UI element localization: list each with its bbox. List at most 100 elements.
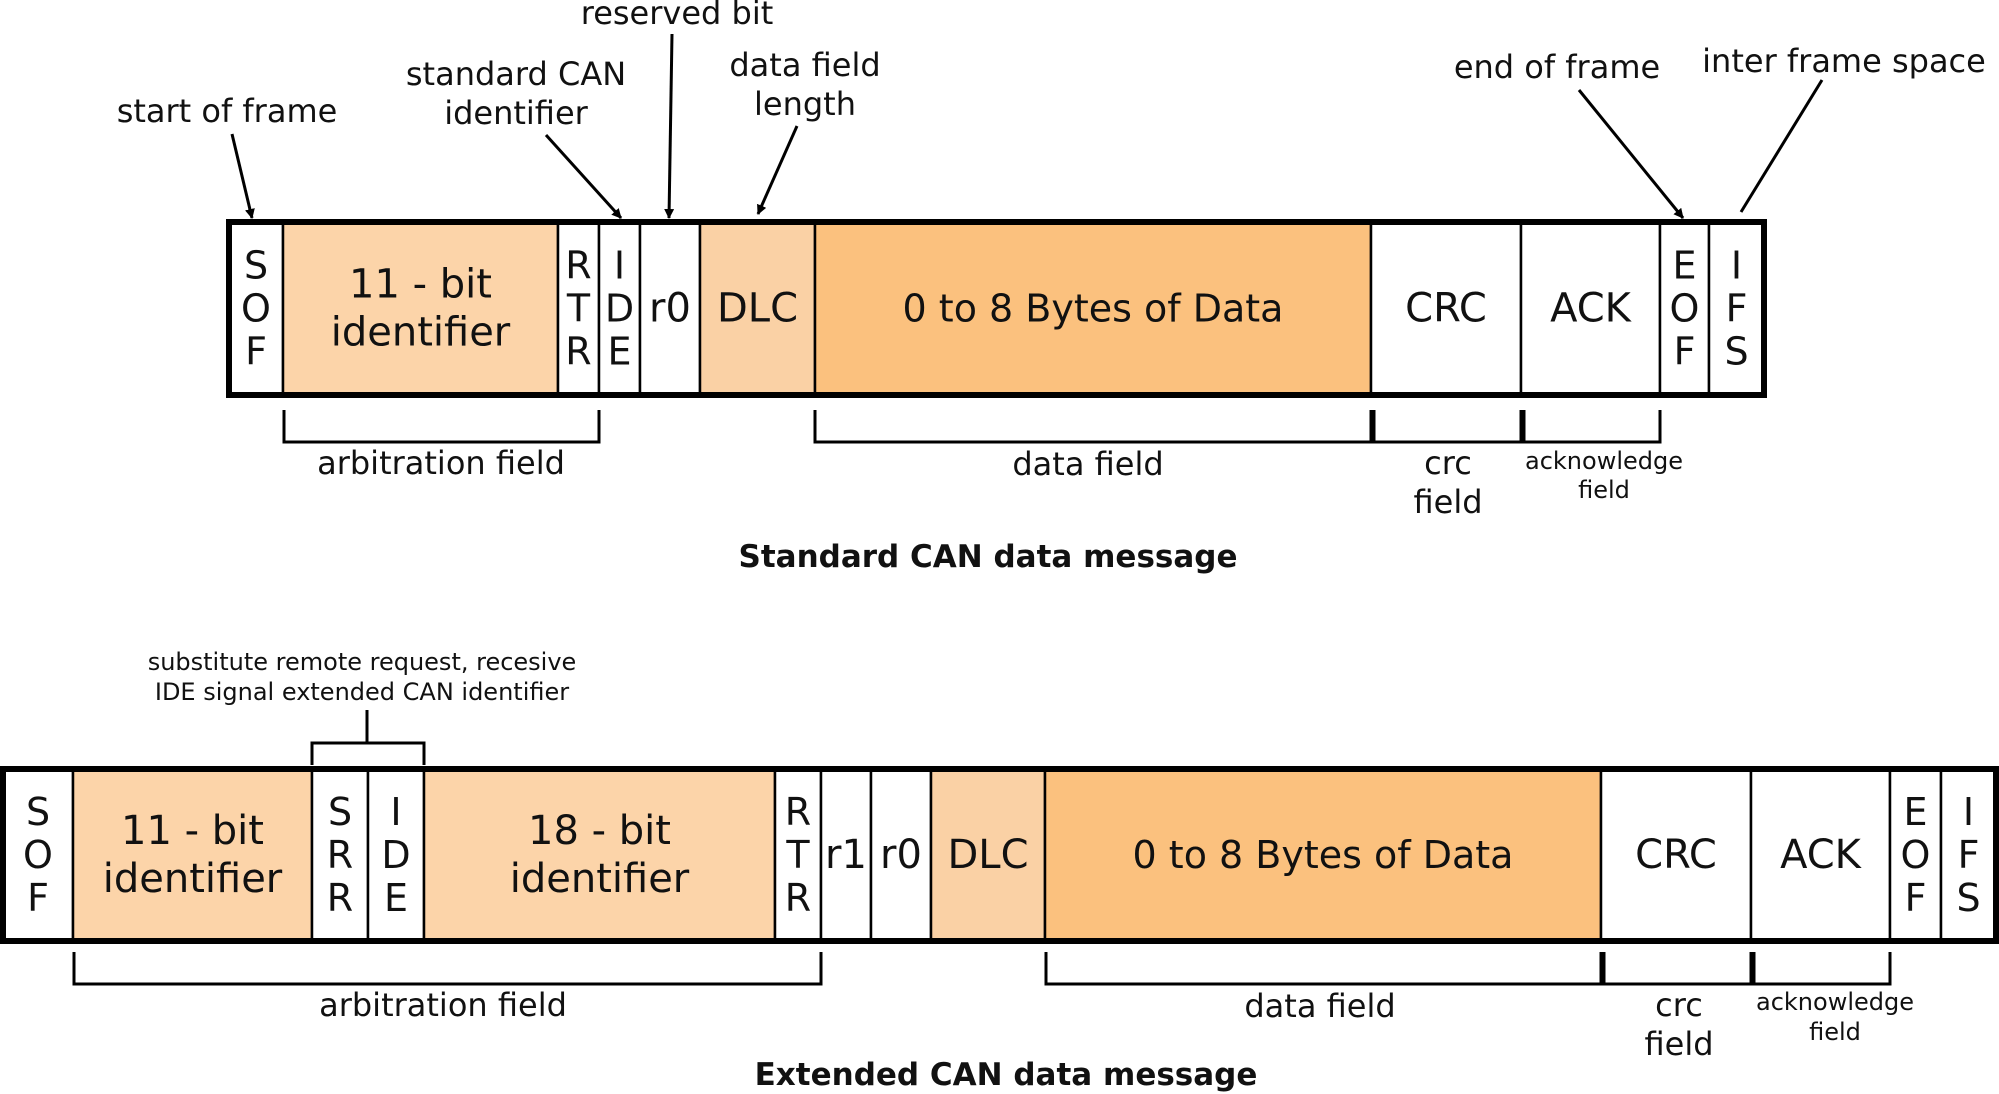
std-arrow-sof — [230, 133, 255, 219]
std-cell-label: I — [1731, 244, 1742, 288]
std-cell-label: 0 to 8 Bytes of Data — [903, 287, 1284, 331]
std-cell-i-f-s: IFS — [1707, 220, 1766, 397]
ext-brace-data — [1044, 952, 1603, 986]
std-cell-ack: ACK — [1519, 220, 1662, 397]
ext-cell-0-to-8-bytes-of-data: 0 to 8 Bytes of Data — [1043, 767, 1603, 943]
std-line-ifs — [1739, 79, 1824, 213]
std-cell-label: E — [607, 330, 631, 374]
std-cell-label: identifier — [331, 310, 511, 356]
std-cell-label: r0 — [649, 286, 691, 332]
std-arrow-identifier — [544, 133, 623, 220]
std-cell-box — [1707, 220, 1766, 397]
std-cell-r0: r0 — [638, 220, 702, 397]
std-brace-data — [813, 410, 1373, 444]
std-arrow-reserved — [664, 33, 675, 219]
ext-cell-label: identifier — [510, 856, 690, 902]
ext-label-arbitration: arbitration field — [319, 986, 567, 1024]
ext-cell-label: identifier — [103, 856, 283, 902]
ext-cell-r-t-r: RTR — [773, 767, 823, 943]
std-cell-crc: CRC — [1369, 220, 1523, 397]
ext-cell-label: F — [1958, 833, 1980, 877]
ext-cell-label: 11 - bit — [121, 808, 264, 854]
ext-cell-label: S — [1956, 876, 1980, 920]
ext-cell-r1: r1 — [819, 767, 873, 943]
ext-cell-s-r-r: SRR — [310, 767, 370, 943]
std-label-data: data field — [1012, 445, 1163, 483]
std-annotation-std-identifier-line1: standard CAN — [406, 55, 626, 93]
ext-cell-label: E — [384, 876, 408, 920]
std-cell-label: F — [1726, 287, 1748, 331]
std-cell-label: R — [565, 330, 591, 374]
ext-cell-label: F — [1905, 876, 1927, 920]
ext-cell-label: r1 — [825, 832, 867, 878]
ext-cell-i-d-e: IDE — [366, 767, 426, 943]
ext-cell-box — [1043, 767, 1603, 943]
std-annotation-dlc-line2: length — [754, 85, 856, 123]
ext-cell-label: R — [785, 790, 811, 834]
std-label-crc-line1: crc — [1424, 444, 1472, 482]
ext-cell-label: O — [1901, 833, 1931, 877]
std-cell-s-o-f: SOF — [227, 220, 285, 397]
ext-annotation-brace — [310, 710, 426, 765]
std-annotation-dlc-line1: data field — [729, 46, 880, 84]
ext-cell-box — [1, 767, 75, 943]
ext-cell-s-o-f: SOF — [1, 767, 75, 943]
std-cell-label: T — [566, 287, 591, 331]
ext-brace-crc — [1602, 952, 1753, 986]
ext-cell-label: F — [27, 876, 49, 920]
ext-cell-box — [310, 767, 370, 943]
ext-cell-box — [71, 767, 314, 943]
std-cell-box — [1519, 220, 1662, 397]
ext-cell-ack: ACK — [1749, 767, 1892, 943]
ext-cell-label: T — [785, 833, 810, 877]
std-cell-label: O — [241, 287, 271, 331]
std-annotation-end-of-frame: end of frame — [1454, 48, 1660, 86]
extended-frame-border — [0, 766, 1999, 944]
std-cell-label: ACK — [1550, 286, 1633, 332]
ext-cell-label: S — [26, 790, 50, 834]
ext-cell-crc: CRC — [1599, 767, 1753, 943]
ext-brace-arbitration — [72, 952, 823, 986]
ext-label-ack-line2: field — [1809, 1018, 1861, 1046]
std-cell-label: S — [244, 244, 268, 288]
std-annotation-std-identifier-line2: identifier — [444, 94, 588, 132]
ext-cell-label: r0 — [880, 832, 922, 878]
std-cell-box — [813, 220, 1373, 397]
ext-label-crc-line2: field — [1644, 1025, 1713, 1063]
ext-cell-label: R — [327, 833, 353, 877]
ext-cell-i-f-s: IFS — [1939, 767, 1998, 943]
std-label-crc-line2: field — [1413, 483, 1482, 521]
ext-cell-label: 18 - bit — [528, 808, 671, 854]
std-cell-label: F — [245, 330, 267, 374]
ext-cell-dlc: DLC — [929, 767, 1047, 943]
extended-frame: substitute remote request, recesive IDE … — [0, 648, 1999, 1093]
std-arrow-dlc — [756, 125, 799, 215]
std-annotation-start-of-frame: start of frame — [117, 92, 338, 130]
ext-cell-label: CRC — [1635, 832, 1717, 878]
ext-cell-label: E — [1903, 790, 1927, 834]
std-cell-label: R — [565, 244, 591, 288]
ext-cell-box — [422, 767, 777, 943]
ext-title: Extended CAN data message — [755, 1057, 1258, 1093]
ext-cell-label: O — [23, 833, 53, 877]
ext-cell-label: DLC — [947, 832, 1028, 878]
std-cell-label: O — [1670, 287, 1700, 331]
std-cell-label: DLC — [717, 286, 798, 332]
std-cell-label: I — [614, 244, 625, 288]
std-cell-label: D — [605, 287, 634, 331]
std-annotation-reserved-bit: reserved bit — [581, 0, 774, 32]
standard-frame-border — [226, 219, 1767, 398]
ext-cell-label: ACK — [1780, 832, 1863, 878]
std-label-ack-line1: acknowledge — [1525, 447, 1683, 475]
std-cell-e-o-f: EOF — [1658, 220, 1711, 397]
std-cell-label: S — [1724, 330, 1748, 374]
std-cell-dlc: DLC — [698, 220, 817, 397]
std-cell-0-to-8-bytes-of-data: 0 to 8 Bytes of Data — [813, 220, 1373, 397]
